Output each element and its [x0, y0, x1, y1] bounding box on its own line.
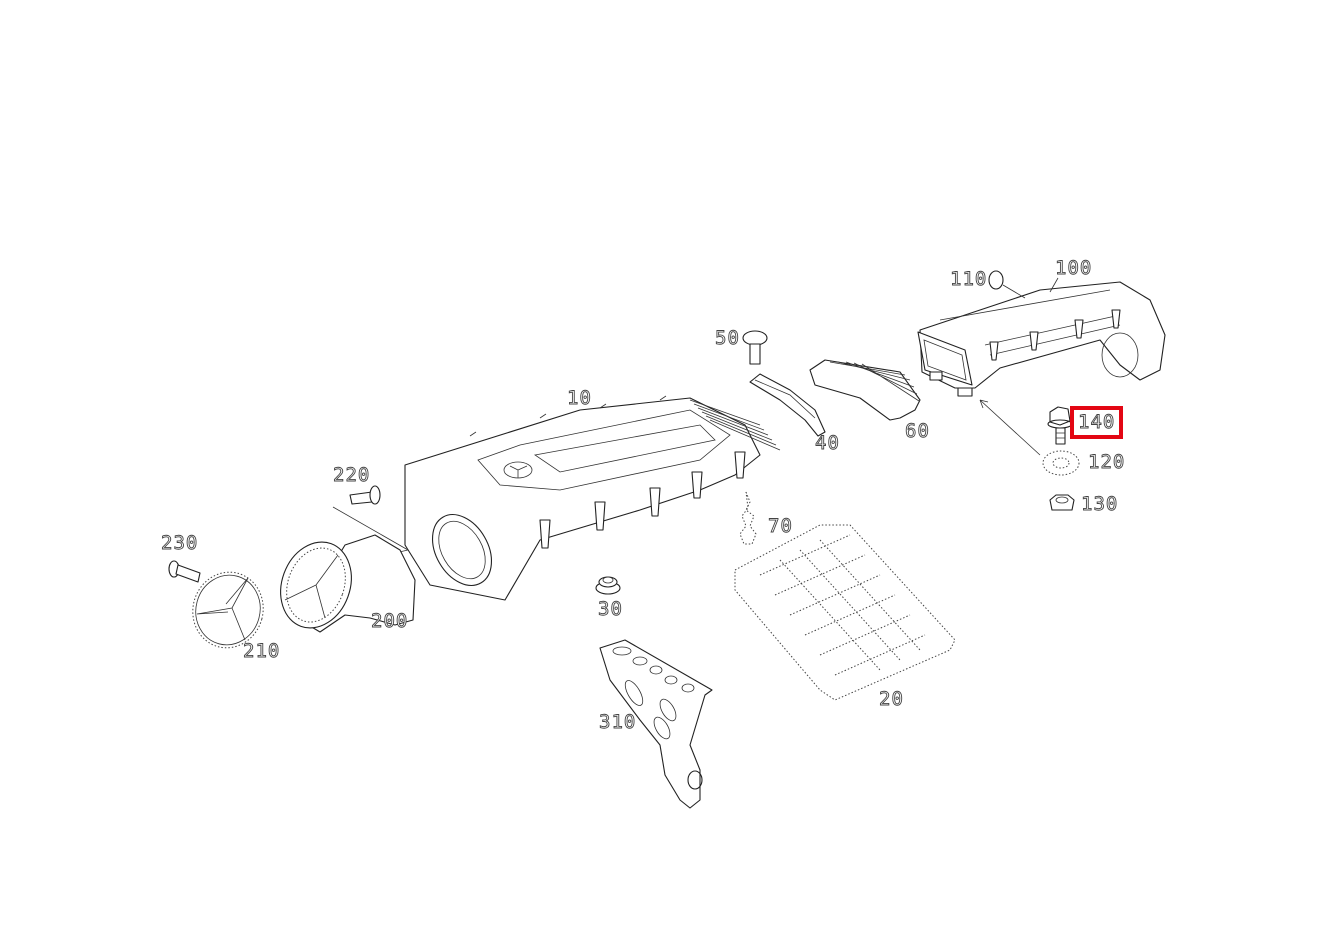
part-10-engine-cover[interactable]	[404, 395, 781, 601]
part-130-nut[interactable]	[1049, 494, 1075, 511]
part-210-star-emblem[interactable]	[184, 564, 271, 656]
callout-140-highlighted[interactable]: 140	[1069, 406, 1124, 439]
callout-200[interactable]: 200	[371, 610, 409, 632]
callout-120[interactable]: 120	[1088, 451, 1126, 473]
part-110-o-ring[interactable]	[988, 270, 1004, 290]
callout-310[interactable]: 310	[599, 711, 637, 733]
callout-220[interactable]: 220	[333, 464, 371, 486]
assembly-arrow	[979, 399, 1041, 456]
part-200-air-intake[interactable]	[269, 532, 416, 638]
part-50-screw[interactable]	[742, 330, 768, 365]
part-230-screw[interactable]	[168, 560, 201, 583]
part-30-grommet[interactable]	[595, 576, 621, 595]
callout-40[interactable]: 40	[815, 432, 840, 454]
part-40-seal[interactable]	[749, 373, 826, 437]
callout-210[interactable]: 210	[243, 640, 281, 662]
callout-30[interactable]: 30	[598, 598, 623, 620]
part-20-filter-mat[interactable]	[734, 524, 956, 701]
callout-230[interactable]: 230	[161, 532, 199, 554]
leader-line-100	[1049, 277, 1059, 293]
callout-130[interactable]: 130	[1081, 493, 1119, 515]
callout-110[interactable]: 110	[950, 268, 988, 290]
callout-10[interactable]: 10	[567, 387, 592, 409]
leader-line-110	[1002, 284, 1026, 299]
part-140-bolt[interactable]	[1047, 406, 1073, 445]
part-310-bracket[interactable]	[599, 639, 713, 809]
callout-60[interactable]: 60	[905, 420, 930, 442]
part-120-washer[interactable]	[1042, 450, 1080, 476]
callout-50[interactable]: 50	[715, 327, 740, 349]
callout-20[interactable]: 20	[879, 688, 904, 710]
part-100-air-duct[interactable]	[917, 281, 1166, 397]
part-70-rubber-mount[interactable]	[739, 491, 757, 545]
callout-100[interactable]: 100	[1055, 257, 1093, 279]
callout-70[interactable]: 70	[768, 515, 793, 537]
part-60-bellows[interactable]	[809, 359, 921, 421]
part-220-screw[interactable]	[349, 485, 381, 505]
